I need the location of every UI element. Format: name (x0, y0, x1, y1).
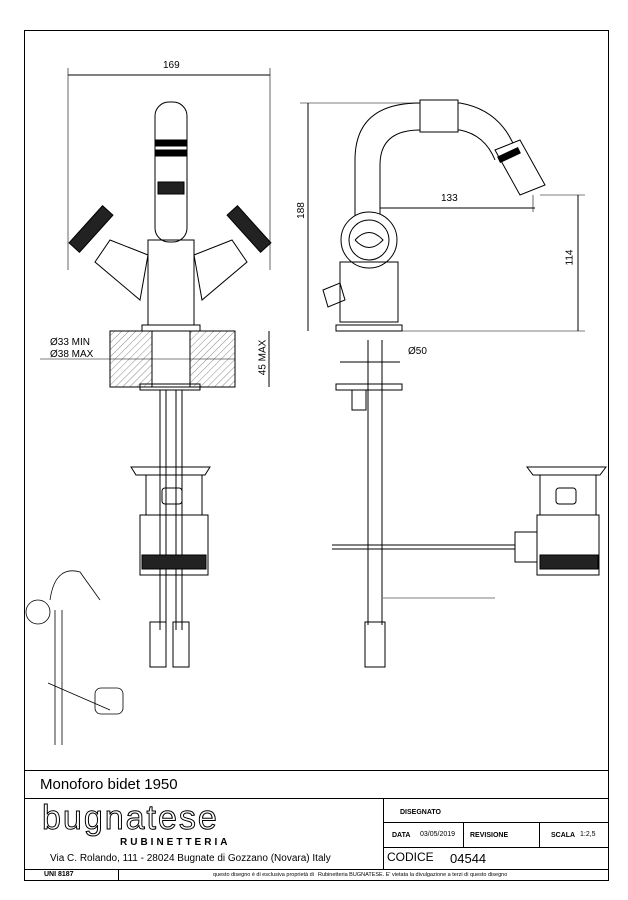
dim-spout-reach: 133 (441, 193, 458, 204)
revisione-label: REVISIONE (470, 832, 509, 839)
dim-spout-height: 114 (564, 249, 576, 266)
dim-height-total: 188 (295, 202, 307, 219)
company-address: Via C. Rolando, 111 - 28024 Bugnate di G… (50, 853, 331, 864)
codice-value: 04544 (450, 851, 487, 866)
drawing-sheet (24, 30, 609, 881)
scala-value: 1:2,5 (580, 831, 596, 838)
data-value: 03/05/2019 (420, 831, 456, 838)
iso-view (25, 570, 124, 745)
data-label: DATA (392, 832, 411, 839)
disegnato-label: DISEGNATO (400, 809, 441, 816)
dim-hole-min: Ø33 MIN (50, 337, 91, 348)
front-view (40, 68, 272, 668)
codice-label: CODICE (387, 850, 434, 864)
dim-hole-max: Ø38 MAX (50, 349, 94, 360)
dim-width-total: 169 (163, 60, 180, 71)
scala-label: SCALA (551, 832, 576, 839)
standard-label: UNI 8187 (44, 871, 74, 878)
product-name: Monoforo bidet 1950 (40, 776, 178, 793)
company-logo-sub: RUBINETTERIA (120, 837, 231, 848)
company-logo: bugnatese (42, 799, 219, 837)
dim-base-diameter: Ø50 (408, 346, 427, 357)
disclaimer-2: Rubinetteria BUGNATESE. E' vietata la di… (318, 872, 508, 878)
disclaimer-1: questo disegno è di esclusiva proprietà … (213, 872, 314, 878)
side-view (300, 99, 607, 668)
dim-deck-max: 45 MAX (257, 339, 269, 376)
